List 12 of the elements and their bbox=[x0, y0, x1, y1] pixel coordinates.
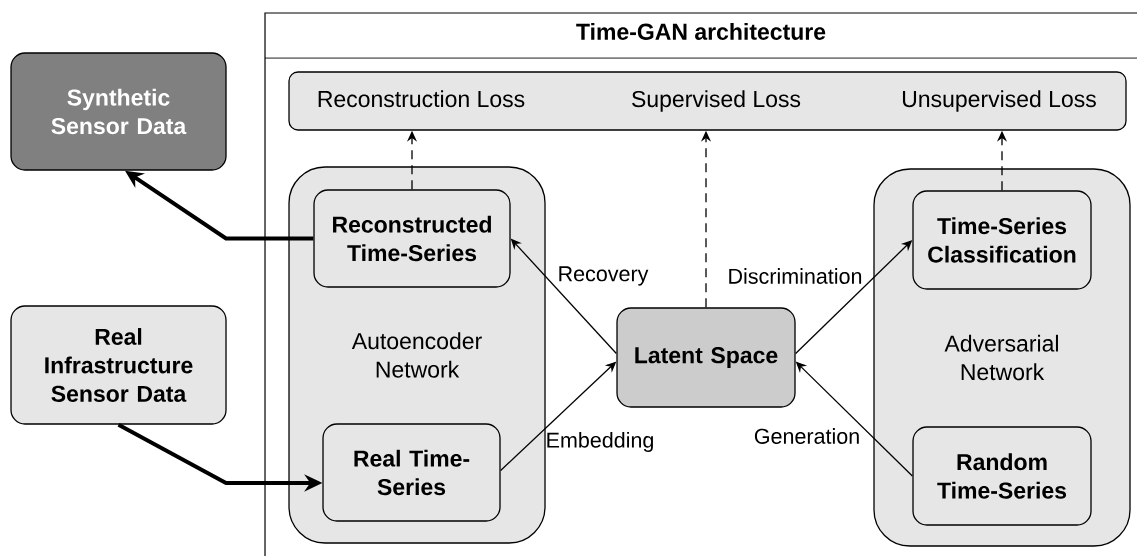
edge-label: Recovery bbox=[559, 266, 649, 286]
process-box: Time-Series Classification bbox=[912, 190, 1092, 290]
latent-box: Latent Space bbox=[616, 307, 796, 408]
edge-label: Embedding bbox=[547, 432, 653, 452]
input-box: Real Infrastructure Sensor Data bbox=[10, 305, 227, 425]
process-box: Real Time-Series bbox=[322, 423, 501, 522]
edge-label: Discrimination bbox=[729, 268, 862, 284]
edge-label: Generation bbox=[754, 428, 859, 444]
loss-bar: Reconstruction Loss Supervised Loss Unsupervised Loss bbox=[288, 71, 1127, 131]
process-box: Random Time-Series bbox=[912, 426, 1092, 526]
output-box: Synthetic Sensor Data bbox=[10, 52, 227, 171]
process-box: Reconstructed Time-Series bbox=[313, 189, 511, 288]
